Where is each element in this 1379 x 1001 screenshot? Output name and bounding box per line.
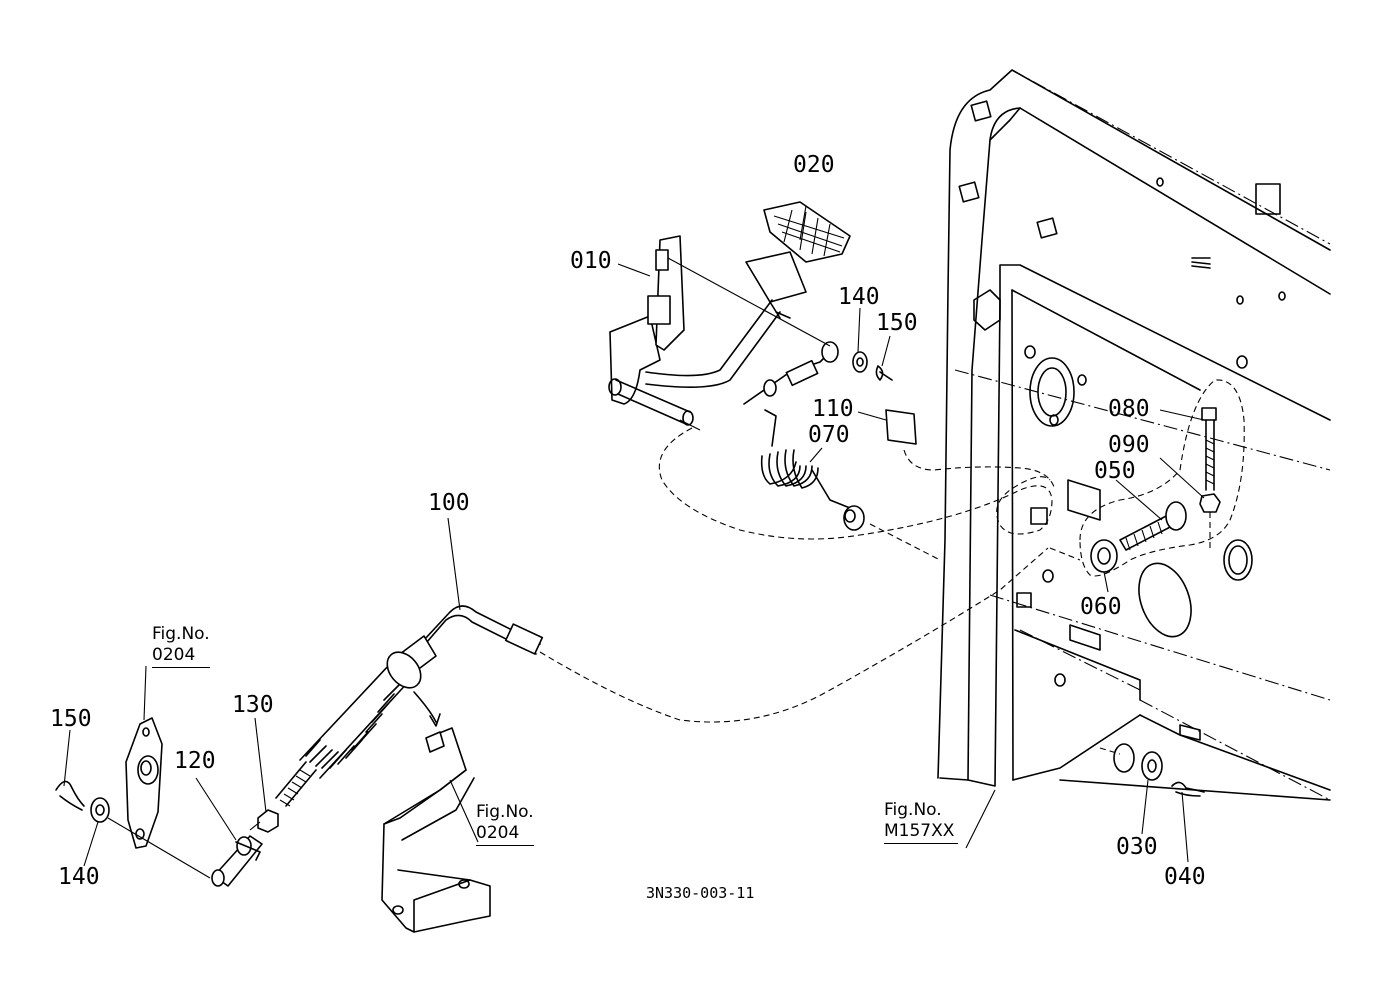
throttle-cable — [257, 547, 1049, 833]
figure-ref-right: Fig.No. M157XX — [884, 800, 959, 844]
figure-ref-right-label: Fig.No. — [884, 800, 942, 820]
part-label-090: 090 — [1108, 432, 1150, 458]
part-label-050: 050 — [1094, 458, 1136, 484]
part-label-070: 070 — [808, 422, 850, 448]
pedal-pad — [763, 201, 851, 263]
part-label-110: 110 — [812, 396, 854, 422]
part-label-130: 130 — [232, 692, 274, 718]
part-label-020: 020 — [793, 152, 835, 178]
part-label-150-top: 150 — [876, 310, 918, 336]
part-label-140-top: 140 — [838, 284, 880, 310]
part-label-150-left: 150 — [50, 706, 92, 732]
figure-ref-middle-number: 0204 — [476, 823, 534, 846]
part-label-040: 040 — [1164, 864, 1206, 890]
figure-ref-middle-label: Fig.No. — [476, 802, 534, 822]
figure-ref-middle: Fig.No. 0204 — [476, 802, 534, 846]
label-leaders — [63, 205, 1205, 867]
left-linkage — [55, 717, 263, 887]
figure-ref-left-number: 0204 — [152, 645, 210, 668]
part-label-010: 010 — [570, 248, 612, 274]
bolt-hardware — [1090, 407, 1221, 797]
part-label-060: 060 — [1080, 594, 1122, 620]
part-label-140-bottom: 140 — [58, 864, 100, 890]
part-label-080: 080 — [1108, 396, 1150, 422]
frame-panel — [937, 69, 1331, 801]
bolt-group-outline — [1079, 379, 1245, 577]
drawing-code: 3N330-003-11 — [646, 884, 755, 902]
part-label-030: 030 — [1116, 834, 1158, 860]
part-label-120: 120 — [174, 748, 216, 774]
pedal-assembly — [608, 201, 1081, 561]
figure-ref-left: Fig.No. 0204 — [152, 624, 210, 668]
part-label-100: 100 — [428, 490, 470, 516]
figure-ref-right-number: M157XX — [884, 821, 959, 844]
mounting-bracket — [381, 727, 491, 933]
figure-ref-left-label: Fig.No. — [152, 624, 210, 644]
